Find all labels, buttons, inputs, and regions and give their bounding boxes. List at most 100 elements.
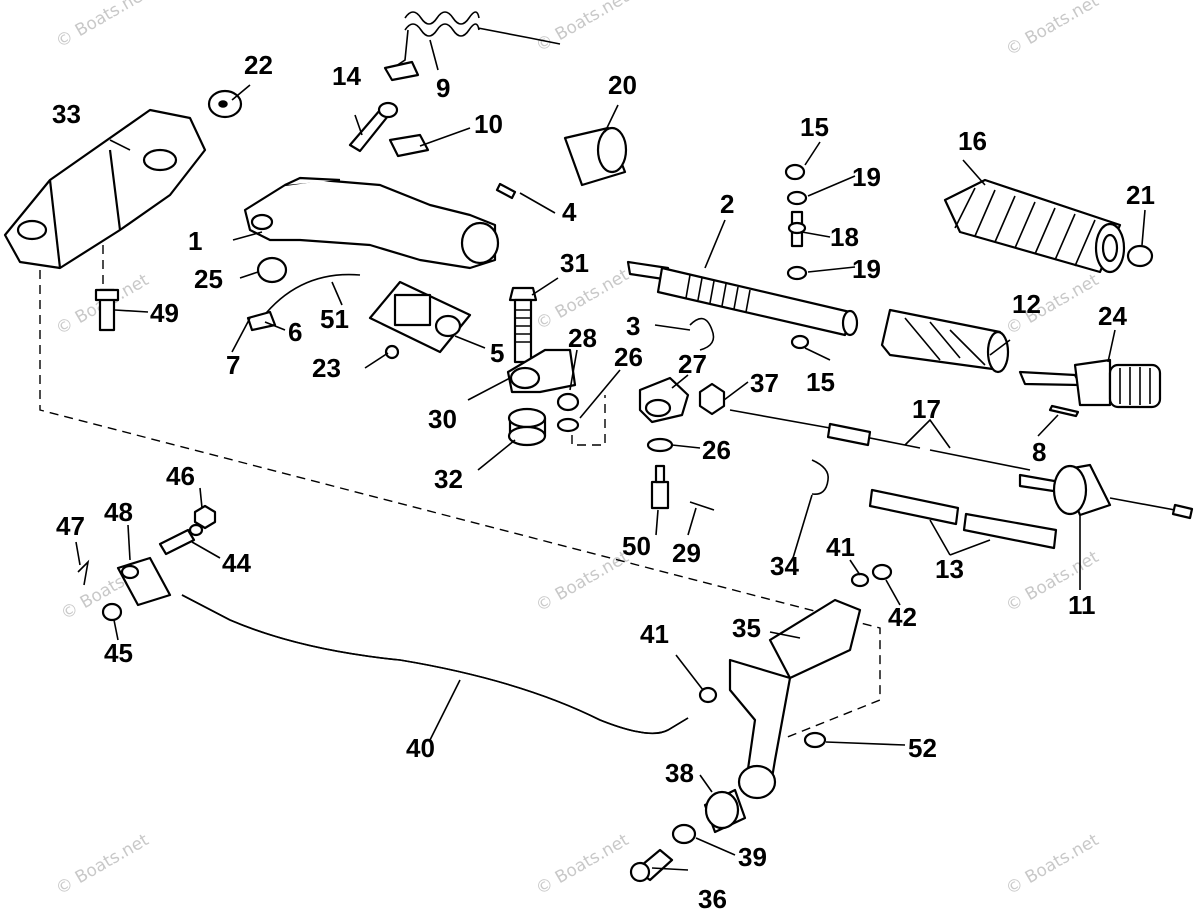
callout-18: 18 — [830, 222, 859, 252]
callout-23: 23 — [312, 353, 341, 383]
spring-part-9 — [383, 11, 561, 82]
nut-part-42 — [871, 563, 893, 581]
tiller-arm-part-1 — [243, 176, 500, 270]
callout-35: 35 — [732, 613, 761, 643]
callout-32: 32 — [434, 464, 463, 494]
callout-8: 8 — [1032, 437, 1046, 467]
nut-part-41 — [850, 572, 870, 588]
rod-part-40 — [181, 594, 689, 735]
callout-25: 25 — [194, 264, 223, 294]
nut-part-37 — [698, 382, 726, 416]
callout-37: 37 — [750, 368, 779, 398]
callout-31: 31 — [560, 248, 589, 278]
callout-6: 6 — [288, 317, 302, 347]
nut-part-28 — [556, 392, 580, 412]
callout-26-second: 26 — [702, 435, 731, 465]
callout-labels: 1 2 3 4 5 6 7 8 9 10 11 12 13 14 15 16 1… — [52, 50, 1155, 914]
callout-40: 40 — [406, 733, 435, 763]
pin-part-47 — [77, 559, 90, 586]
screw-part-23 — [384, 344, 400, 360]
callout-26: 26 — [614, 342, 643, 372]
bushing-part-38 — [703, 788, 747, 834]
tube-part-13 — [868, 488, 1058, 550]
part-19 — [786, 265, 808, 281]
callout-47: 47 — [56, 511, 85, 541]
callout-48: 48 — [104, 497, 133, 527]
callout-30: 30 — [428, 404, 457, 434]
washer-part-52 — [803, 731, 827, 749]
bracket-part-33 — [3, 108, 207, 270]
leader-lines — [75, 39, 1146, 871]
callout-29: 29 — [672, 538, 701, 568]
callout-52: 52 — [908, 733, 937, 763]
callout-50: 50 — [622, 531, 651, 561]
clip-part-10 — [388, 133, 430, 158]
pin-part-8 — [1048, 404, 1080, 418]
grommet-part-25 — [256, 256, 288, 284]
part-15 — [790, 334, 810, 350]
callout-13: 13 — [935, 554, 964, 584]
cable-part-17 — [729, 409, 1031, 471]
callout-51: 51 — [320, 304, 349, 334]
callout-28: 28 — [568, 323, 597, 353]
bolt-part-14 — [348, 101, 399, 153]
block-part-27 — [638, 376, 690, 424]
watermark: © Boats.net — [53, 830, 153, 899]
pin-part-18 — [787, 210, 807, 248]
callout-3: 3 — [626, 311, 640, 341]
callout-15-second: 15 — [806, 367, 835, 397]
watermark: © Boats.net — [533, 830, 633, 899]
callout-49: 49 — [150, 298, 179, 328]
callout-14: 14 — [332, 61, 361, 91]
callout-41: 41 — [826, 532, 855, 562]
switch-part-24 — [1018, 358, 1162, 409]
callout-5: 5 — [490, 338, 504, 368]
bolt-part-31 — [508, 286, 538, 364]
callout-45: 45 — [104, 638, 133, 668]
linkage-part-48 — [116, 556, 172, 607]
clip-part-3 — [689, 317, 715, 351]
washer-part-22 — [207, 89, 243, 119]
housing-part-12 — [880, 308, 1010, 374]
watermark: © Boats.net — [533, 547, 633, 616]
pin-part-4 — [495, 182, 517, 200]
callout-22: 22 — [244, 50, 273, 80]
pin-part-29 — [689, 501, 715, 511]
callout-11: 11 — [1068, 590, 1096, 620]
washer-part-26 — [556, 417, 580, 433]
part-15 — [784, 163, 806, 181]
watermark: © Boats.net — [533, 0, 633, 56]
callout-27: 27 — [678, 349, 707, 379]
cap-part-21 — [1126, 244, 1154, 268]
callout-10: 10 — [474, 109, 503, 139]
watermark: © Boats.net — [1003, 0, 1103, 60]
callout-34: 34 — [770, 551, 799, 581]
callout-36: 36 — [698, 884, 727, 914]
lever-part-35 — [728, 598, 862, 800]
ball-joint-part-44 — [158, 523, 204, 556]
spacer-part-32 — [507, 407, 547, 447]
canister-part-11 — [1018, 463, 1194, 520]
clip-part-34 — [811, 459, 829, 496]
callout-44: 44 — [222, 548, 251, 578]
callout-24: 24 — [1098, 301, 1127, 331]
washer-part-26 — [646, 437, 674, 453]
callout-2: 2 — [720, 189, 734, 219]
throttle-shaft-part-2 — [626, 260, 859, 337]
assembly-dash-line — [571, 395, 606, 446]
watermark: © Boats.net — [1003, 830, 1103, 899]
stud-part-50 — [650, 464, 670, 510]
callout-19-second: 19 — [852, 254, 881, 284]
callout-17: 17 — [912, 394, 941, 424]
callout-15: 15 — [800, 112, 829, 142]
callout-21: 21 — [1126, 180, 1155, 210]
callout-41-second: 41 — [640, 619, 669, 649]
nut-part-45 — [101, 602, 123, 622]
callout-33: 33 — [52, 99, 81, 129]
callout-38: 38 — [665, 758, 694, 788]
nut-part-41 — [698, 686, 718, 704]
bushing-part-20 — [563, 126, 628, 187]
watermark: © Boats.net — [53, 0, 153, 52]
callout-4: 4 — [562, 197, 577, 227]
